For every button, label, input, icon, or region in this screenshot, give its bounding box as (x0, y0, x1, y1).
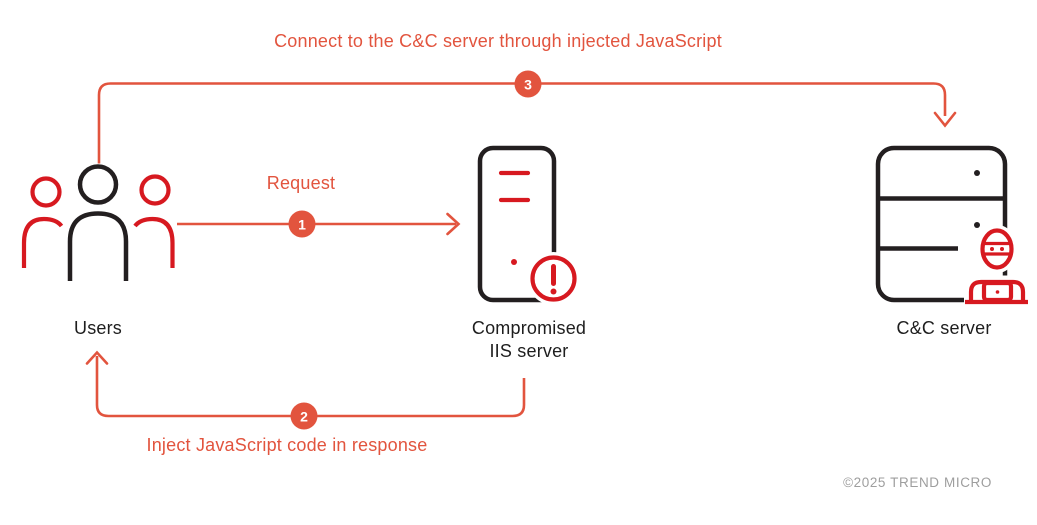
tower-server-alert-icon (477, 145, 580, 305)
user-center-body (67, 211, 129, 281)
user-right-head (139, 174, 171, 206)
step1-connector-arrow (177, 212, 461, 236)
user-right-body (133, 216, 175, 268)
cc-server-label: C&C server (896, 318, 992, 338)
users-label: Users (73, 318, 123, 338)
step3-badge: 3 (514, 70, 542, 98)
hacker-head (980, 228, 1014, 270)
iis-server-label-line2: IIS server (489, 341, 569, 361)
step3-label: Connect to the C&C server through inject… (274, 31, 722, 51)
copyright-text: ©2025 TREND MICRO (843, 475, 992, 490)
hacker-laptop-dot (995, 290, 1000, 294)
hacker-eye-right (1000, 247, 1004, 251)
rack-dot-2 (974, 222, 980, 228)
rack-server-outline (875, 145, 1008, 303)
user-center-head (77, 164, 119, 205)
step2-arrowhead-up-icon (85, 350, 109, 365)
iis-server-label: Compromised IIS server (472, 317, 586, 363)
user-left-head (30, 176, 62, 208)
step3-arrowhead-down-icon (933, 111, 957, 128)
server-power-dot (511, 259, 517, 265)
users-group-icon (21, 164, 175, 281)
alert-exclamation-icon (527, 252, 580, 305)
tower-server-outline (477, 145, 557, 303)
step1-label: Request (266, 173, 336, 193)
user-left-body (21, 216, 64, 268)
step1-arrowhead-right-icon (446, 212, 461, 236)
step2-badge: 2 (290, 402, 318, 430)
rack-dot-1 (974, 170, 980, 176)
hacker-eye-left (990, 247, 994, 251)
step2-label: Inject JavaScript code in response (146, 435, 428, 455)
rack-server-hacker-icon (875, 145, 1029, 308)
hacker-icon (964, 225, 1029, 308)
step1-badge: 1 (288, 210, 316, 238)
alert-dot (550, 288, 557, 295)
iis-server-label-line1: Compromised (471, 318, 587, 338)
